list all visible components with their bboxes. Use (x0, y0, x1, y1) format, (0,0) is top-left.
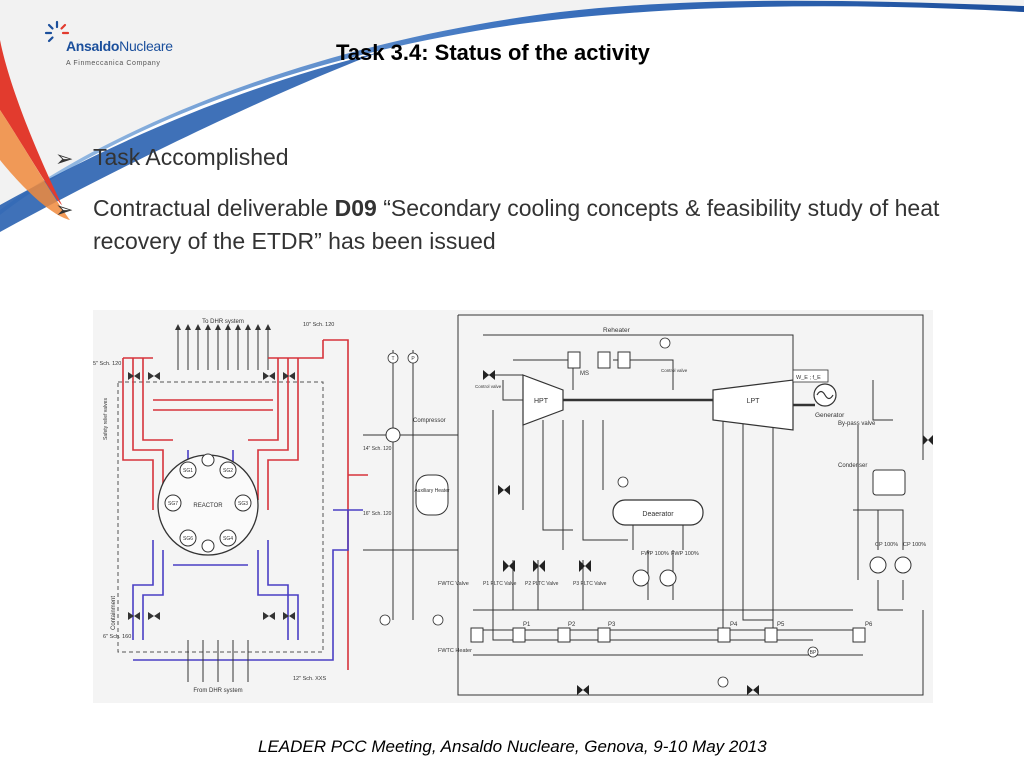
ansaldo-logo-icon (44, 20, 70, 43)
control-valve-label-1: Control valve (475, 384, 502, 389)
p4-label: P4 (730, 622, 738, 628)
reheater-label: Reheater (603, 327, 631, 334)
compressor-icon (385, 427, 401, 443)
fwtc-heater-label: FWTC Heater (438, 648, 472, 654)
fwp-2-label: FWP 100% (671, 551, 699, 557)
sg7-label: SG7 (168, 501, 178, 507)
bullet-deliverable: Contractual deliverable D09 “Secondary c… (93, 192, 1013, 258)
p3-label: P3 (608, 622, 616, 628)
lpt-label: LPT (747, 398, 761, 405)
fwp-pump-2-icon (659, 569, 677, 587)
condenser-label: Condenser (838, 463, 867, 469)
pipe-14in-label: 14" Sch. 120 (363, 446, 392, 452)
temp-sensor-label: T (391, 356, 394, 362)
safety-valves-label: Safety relief valves (103, 398, 109, 440)
p2-pltc-label: P2 PLTC Valve (525, 581, 559, 587)
pipe-16in-label: 16" Sch. 120 (363, 511, 392, 517)
deliverable-text-post: “Secondary cooling concepts & feasibilit… (93, 195, 940, 254)
aux-heater-label: Auxiliary Heater (414, 488, 450, 494)
deliverable-id: D09 (334, 195, 377, 221)
secondary-cooling-diagram: SG1 SG2 SG7 SG3 SG6 SG4 REACTOR To DHR s… (93, 310, 933, 703)
aux-heater-vessel (415, 474, 449, 516)
pipe-10in-label: 10" Sch. 120 (303, 322, 334, 328)
hp-turbine (522, 374, 564, 426)
logo-subtitle: A Finmeccanica Company (66, 60, 161, 67)
reactor-label: REACTOR (193, 503, 223, 509)
containment-label: Containment (111, 596, 117, 630)
p2-label: P2 (568, 622, 576, 628)
p1-pltc-label: P1 PLTC Valve (483, 581, 517, 587)
logo-brand: AnsaldoNucleare (66, 38, 173, 54)
control-valve-label-2: Control valve (661, 368, 688, 373)
containment-boundary (117, 381, 324, 653)
deliverable-text-pre: Contractual deliverable (93, 195, 335, 221)
header-swoosh (0, 0, 1024, 232)
sg2-label: SG2 (223, 468, 233, 474)
sg1-label: SG1 (183, 468, 193, 474)
bp-pump-label: BP (810, 650, 817, 656)
fwtc-valve-label: FWTC Valve (438, 581, 469, 587)
p5-label: P5 (777, 622, 785, 628)
to-dhr-label: To DHR system (202, 319, 244, 325)
secondary-circuit: HPT LPT Generator W_E ; f_E Reheater MS … (363, 314, 933, 696)
lp-turbine (712, 379, 794, 431)
bypass-valve-label: By-pass valve (838, 421, 876, 427)
cp-pump-1-icon (869, 556, 887, 574)
hpt-label: HPT (534, 398, 549, 405)
power-freq-label: W_E ; f_E (796, 375, 821, 381)
primary-circuit: SG1 SG2 SG7 SG3 SG6 SG4 REACTOR To DHR s… (93, 319, 392, 694)
pressure-sensor-label: P (411, 356, 415, 362)
pipe-6in-label: 6" Sch. 160 (103, 634, 131, 640)
slide-title: Task 3.4: Status of the activity (336, 40, 650, 65)
bullet-task-accomplished: Task Accomplished (93, 144, 289, 170)
footer-meeting-info: LEADER PCC Meeting, Ansaldo Nucleare, Ge… (258, 737, 767, 756)
cp-1-label: CP 100% (875, 542, 898, 548)
deaerator-label: Deaerator (642, 511, 674, 518)
condenser-vessel (872, 469, 906, 496)
cp-pump-2-icon (894, 556, 912, 574)
pipe-5in-label: 5" Sch. 120 (93, 361, 121, 367)
bullet-arrow-icon: ➢ (55, 197, 74, 222)
sg4-label: SG4 (223, 536, 233, 542)
p6-label: P6 (865, 622, 873, 628)
moisture-separator-label: MS (580, 371, 589, 377)
compressor-label: Compressor (413, 418, 446, 424)
pipe-12in-label: 12" Sch. XXS (293, 676, 326, 682)
generator-label: Generator (815, 412, 845, 419)
fwp-1-label: FWP 100% (641, 551, 669, 557)
sg6-label: SG6 (183, 536, 193, 542)
fwp-pump-1-icon (632, 569, 650, 587)
p3-pltc-label: P3 PLTC Valve (573, 581, 607, 587)
logo-brand-bold: Ansaldo (66, 38, 120, 54)
bullet-arrow-icon: ➢ (55, 146, 74, 171)
logo-brand-light: Nucleare (119, 38, 173, 54)
deaerator-vessel (612, 499, 704, 526)
p1-label: P1 (523, 622, 531, 628)
cp-2-label: CP 100% (903, 542, 926, 548)
from-dhr-label: From DHR system (193, 688, 242, 694)
sg3-label: SG3 (238, 501, 248, 507)
